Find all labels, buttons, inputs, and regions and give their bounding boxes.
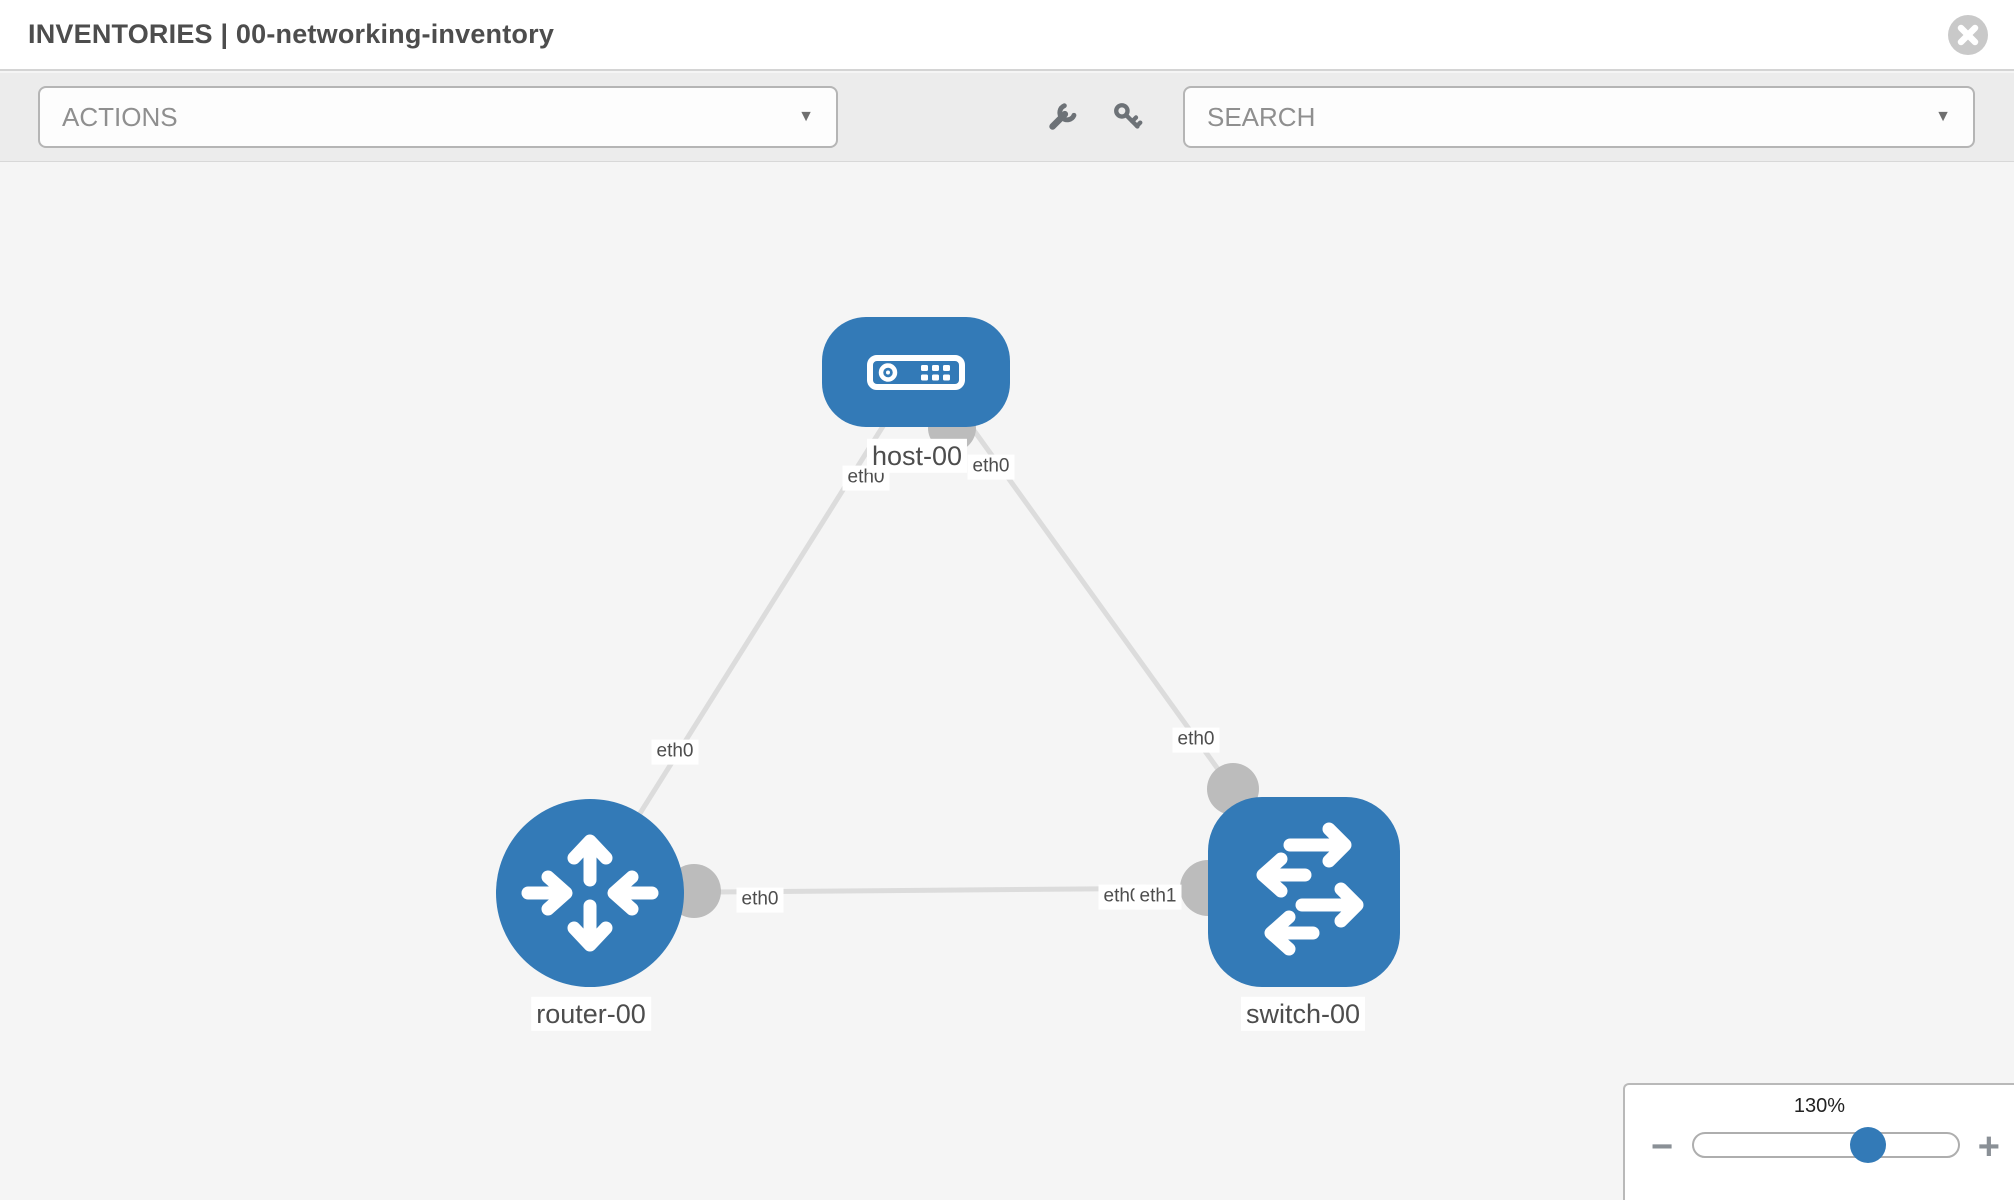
zoom-slider-handle[interactable]	[1850, 1127, 1886, 1163]
interface-label: eth0	[1172, 727, 1220, 753]
zoom-out-button[interactable]: −	[1651, 1126, 1674, 1168]
node-label-host: host-00	[866, 438, 968, 474]
zoom-level: 130%	[1793, 1095, 1846, 1117]
search-dropdown-label: SEARCH	[1207, 101, 1316, 132]
node-label-switch: switch-00	[1240, 996, 1366, 1032]
node-label-router: router-00	[531, 996, 651, 1032]
toolbar-icon-group	[1045, 100, 1145, 134]
close-icon	[1957, 24, 1979, 45]
node-host-00[interactable]	[822, 317, 1010, 427]
interface-label: eth1	[1134, 884, 1182, 910]
zoom-in-button[interactable]: +	[1977, 1126, 2000, 1168]
interface-label: eth0	[651, 739, 699, 765]
interface-label: eth0	[967, 454, 1015, 480]
actions-dropdown[interactable]: ACTIONS ▼	[38, 86, 838, 148]
key-icon	[1114, 103, 1143, 129]
host-device-icon	[867, 355, 965, 390]
connector-group	[667, 404, 1259, 918]
chevron-down-icon: ▼	[1935, 108, 1951, 125]
link-router-host[interactable]	[587, 413, 893, 895]
page-title: INVENTORIES | 00-networking-inventory	[28, 19, 555, 49]
node-router-00[interactable]	[496, 799, 684, 987]
close-button[interactable]	[1948, 14, 1988, 55]
link-group	[587, 413, 1236, 896]
node-switch-00[interactable]	[1208, 797, 1400, 987]
router-arrows-icon	[521, 834, 659, 952]
zoom-slider-row: − +	[1625, 1123, 2014, 1173]
toolbar: ACTIONS ▼ SEARCH ▼	[0, 73, 2014, 162]
zoom-control-panel: 130% − +	[1623, 1083, 2014, 1200]
chevron-down-icon: ▼	[798, 108, 814, 125]
configure-button[interactable]	[1045, 100, 1079, 134]
topology-canvas[interactable]	[0, 161, 2014, 1200]
credentials-button[interactable]	[1111, 100, 1145, 134]
header: INVENTORIES | 00-networking-inventory	[0, 0, 2014, 71]
actions-dropdown-label: ACTIONS	[62, 101, 178, 132]
interface-label: eth0	[736, 887, 784, 913]
wrench-icon	[1049, 103, 1077, 130]
zoom-slider[interactable]	[1692, 1127, 1960, 1163]
search-dropdown[interactable]: SEARCH ▼	[1183, 86, 1975, 148]
switch-arrows-icon	[1256, 822, 1364, 956]
